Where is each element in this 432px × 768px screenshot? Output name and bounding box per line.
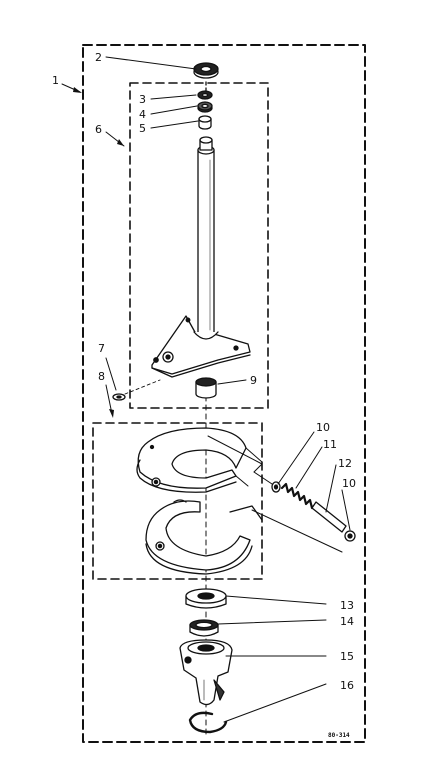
callout-label-7: 7 <box>98 342 105 355</box>
callout-label-1: 1 <box>52 74 59 87</box>
callout-label-10b: 10 <box>342 477 356 490</box>
cap-part <box>195 377 217 399</box>
cam-part <box>179 639 233 706</box>
callout-label-11: 11 <box>323 438 337 451</box>
callout-label-12: 12 <box>338 457 352 470</box>
ring-part <box>189 619 219 637</box>
callout-label-5: 5 <box>139 122 146 135</box>
plate-part <box>185 588 227 609</box>
lower-brake-shoe <box>145 499 263 575</box>
callout-label-14: 14 <box>340 615 354 628</box>
callout-label-3: 3 <box>139 93 146 106</box>
washer-part <box>197 90 213 100</box>
diagram-code: 80-314 <box>328 732 350 739</box>
brake-subassembly-outline <box>92 422 263 580</box>
callout-label-4: 4 <box>139 108 146 121</box>
callout-label-6: 6 <box>95 123 102 136</box>
agitator-shaft <box>197 136 215 337</box>
upper-brake-shoe <box>136 427 263 493</box>
small-washer-part <box>112 379 161 401</box>
bearing-part <box>197 101 213 113</box>
callout-label-13: 13 <box>340 599 354 612</box>
assembly-outline <box>82 44 366 743</box>
callout-label-16: 16 <box>340 679 354 692</box>
callout-label-9: 9 <box>250 374 257 387</box>
bushing-part <box>198 115 212 130</box>
callout-label-2: 2 <box>95 51 102 64</box>
retaining-clip-part <box>188 711 228 734</box>
spring-part <box>280 482 318 510</box>
pin-part <box>311 501 347 533</box>
callout-label-8: 8 <box>98 370 105 383</box>
callout-label-15: 15 <box>340 650 354 663</box>
callout-label-10a: 10 <box>316 421 330 434</box>
shaft-subassembly-outline <box>129 82 269 409</box>
seal-part <box>193 62 219 79</box>
mounting-plate <box>151 315 251 378</box>
